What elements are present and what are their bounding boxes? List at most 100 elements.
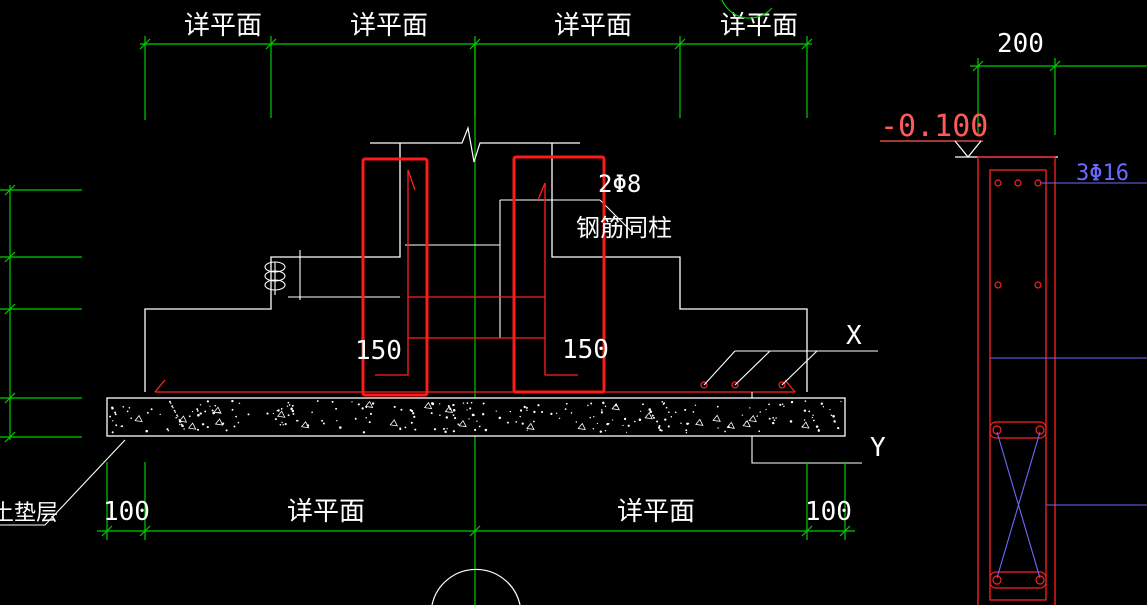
- hatch-speck: [474, 428, 477, 432]
- hatch-speck: [247, 413, 250, 416]
- hatch-speck: [472, 414, 475, 417]
- hatch-speck: [171, 405, 174, 408]
- leader-x: [703, 350, 878, 386]
- hatch-speck: [478, 425, 481, 428]
- hatch-speck: [166, 428, 169, 431]
- hatch-speck: [686, 422, 689, 426]
- hatch-speck: [238, 402, 241, 405]
- hatch-speck: [174, 411, 177, 413]
- hatch-speck: [470, 401, 473, 404]
- hatch-speck: [482, 402, 485, 405]
- hatch-triangle: [748, 414, 757, 423]
- section-outline: [977, 156, 1056, 605]
- hatch-speck: [206, 426, 209, 429]
- hatch-speck: [495, 410, 497, 412]
- left-dimension-ticks: [0, 184, 82, 443]
- hatch-speck: [575, 421, 578, 423]
- hatch-speck: [446, 428, 448, 430]
- hatch-speck: [291, 404, 294, 407]
- hatch-triangle: [214, 418, 224, 426]
- bedding-hatch: [109, 399, 842, 434]
- hatch-speck: [638, 418, 642, 422]
- hatch-speck: [297, 420, 299, 422]
- hatch-speck: [159, 413, 161, 416]
- hatch-speck: [550, 412, 553, 416]
- hatch-speck: [541, 410, 544, 414]
- hatch-speck: [206, 400, 210, 403]
- top-dim-label-4: 详平面: [720, 11, 798, 41]
- hatch-speck: [804, 400, 807, 402]
- hatch-speck: [768, 403, 770, 406]
- hatch-speck: [506, 421, 509, 424]
- hatch-speck: [179, 423, 181, 426]
- hatch-speck: [570, 412, 573, 414]
- hatch-speck: [122, 405, 125, 408]
- hatch-speck: [781, 403, 784, 405]
- hatch-speck: [357, 403, 360, 406]
- hatch-speck: [231, 399, 234, 403]
- hatch-speck: [368, 421, 371, 424]
- hatch-triangle: [712, 414, 721, 422]
- hatch-speck: [773, 419, 776, 422]
- hatch-speck: [651, 414, 654, 417]
- top-dim-label-3: 详平面: [554, 11, 632, 41]
- hatch-speck: [362, 431, 366, 434]
- hatch-speck: [365, 416, 367, 419]
- hatch-speck: [175, 416, 177, 419]
- hatch-speck: [759, 411, 761, 413]
- hatch-speck: [199, 404, 202, 406]
- bottom-dimension-chain: [97, 462, 855, 540]
- section-stirrup: [989, 421, 1047, 589]
- hatch-speck: [803, 409, 807, 412]
- hatch-speck: [231, 408, 234, 411]
- hatch-speck: [335, 407, 338, 410]
- hatch-speck: [287, 401, 290, 404]
- hatch-speck: [112, 420, 114, 422]
- hatch-triangle: [134, 414, 143, 423]
- hatch-speck: [834, 421, 836, 423]
- hatch-speck: [716, 405, 719, 408]
- hatch-speck: [291, 409, 295, 413]
- hatch-speck: [233, 425, 236, 428]
- rebar-note: 2Φ8: [598, 170, 641, 198]
- hatch-speck: [439, 414, 441, 416]
- hatch-speck: [634, 420, 636, 423]
- hatch-speck: [768, 417, 771, 420]
- hatch-speck: [601, 409, 603, 411]
- hatch-speck: [399, 427, 402, 431]
- hatch-speck: [286, 405, 289, 407]
- hatch-speck: [662, 403, 665, 405]
- hatch-speck: [287, 414, 290, 417]
- hatch-triangle: [300, 420, 310, 429]
- hatch-speck: [623, 417, 627, 421]
- hatch-speck: [653, 416, 655, 419]
- hatch-speck: [172, 407, 174, 409]
- hatch-speck: [685, 429, 688, 432]
- hatch-speck: [454, 417, 457, 420]
- hatch-speck: [146, 411, 149, 414]
- hatch-speck: [596, 422, 599, 425]
- hatch-speck: [410, 409, 414, 413]
- hatch-speck: [214, 404, 217, 407]
- hatch-speck: [749, 407, 751, 409]
- hatch-triangle: [577, 422, 586, 431]
- hatch-speck: [276, 409, 279, 412]
- hatch-speck: [196, 410, 199, 412]
- hatch-speck: [717, 427, 719, 429]
- hatch-speck: [452, 409, 456, 412]
- highlight-box-left: [361, 157, 429, 397]
- hatch-speck: [790, 400, 794, 404]
- hatch-speck: [413, 415, 416, 418]
- hatch-speck: [829, 408, 831, 411]
- hatch-speck: [587, 404, 589, 407]
- hatch-speck: [626, 431, 628, 433]
- hatch-triangle: [611, 403, 620, 411]
- hatch-speck: [410, 421, 413, 424]
- axis-bubble-top: [721, 0, 773, 19]
- hatch-speck: [771, 421, 775, 425]
- hatch-speck: [109, 415, 112, 418]
- hatch-speck: [197, 413, 200, 417]
- hatch-speck: [468, 418, 470, 420]
- hatch-triangle: [644, 412, 653, 420]
- hatch-speck: [775, 417, 777, 419]
